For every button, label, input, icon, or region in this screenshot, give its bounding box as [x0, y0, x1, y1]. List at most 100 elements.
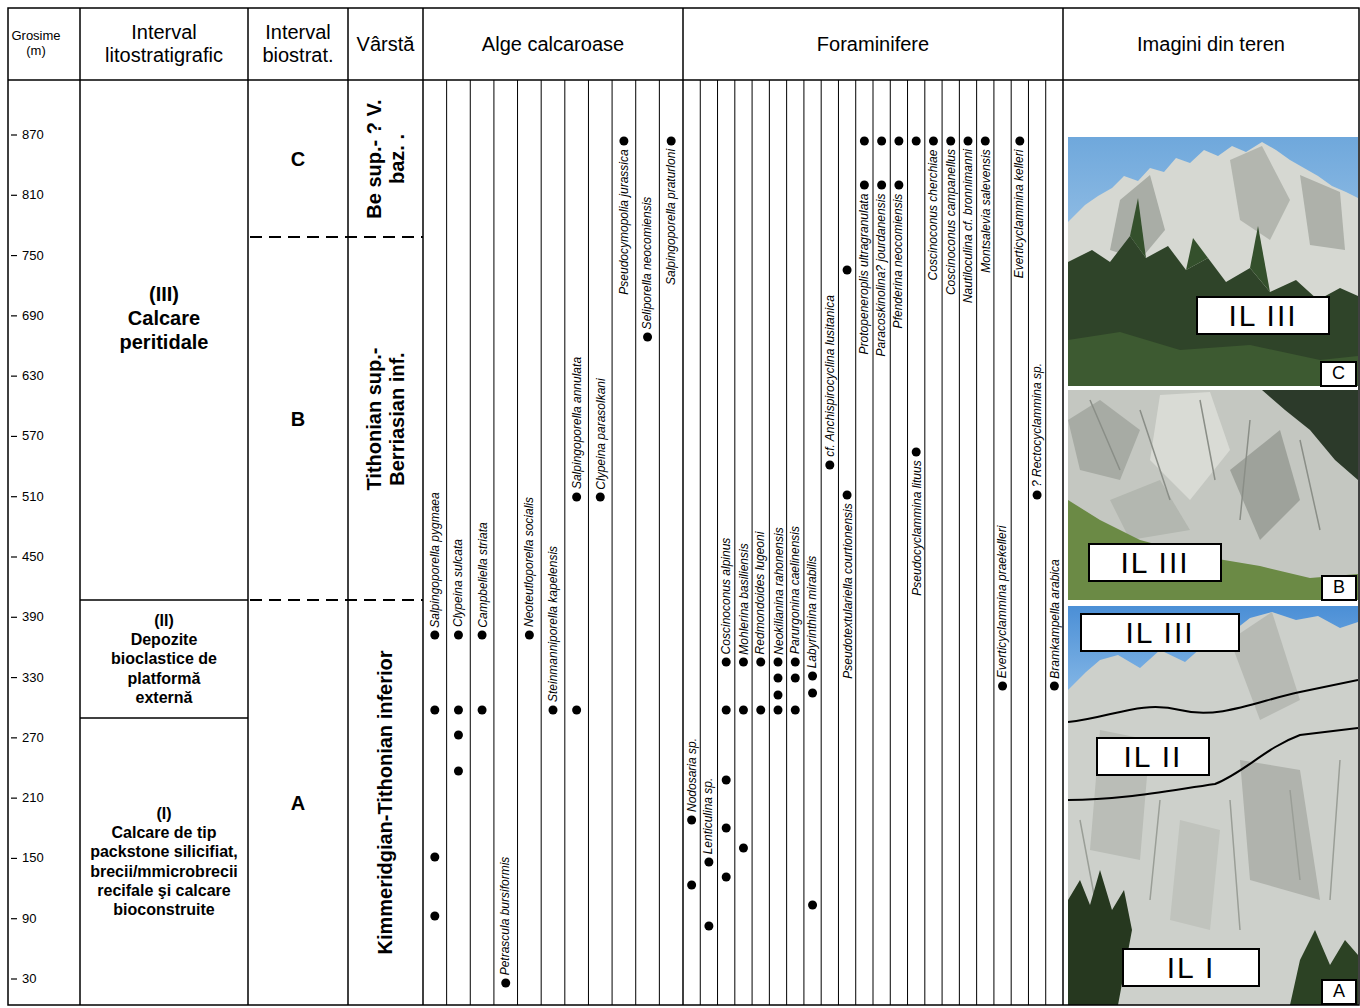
taxon-column-rule: [873, 80, 874, 1005]
foraminifera-taxon-name: Mohlerina basiliensis: [737, 543, 751, 654]
biostratigraphic-interval: B: [248, 237, 348, 600]
occurrence-dot: [964, 137, 973, 146]
foraminifera-taxon-name: Nautiloculina cf. bronnimanni: [961, 149, 975, 303]
occurrence-dot: [643, 333, 652, 342]
table-border: [8, 8, 1359, 1005]
taxon-column-rule: [588, 80, 589, 1005]
foraminifera-taxon-name: Coscinoconus campanellus: [944, 149, 958, 295]
column-header: Alge calcaroase: [428, 33, 678, 56]
occurrence-dot: [774, 691, 783, 700]
photo-meadow: [1068, 500, 1358, 600]
photo-trees: [1290, 930, 1358, 1005]
algae-taxon-name: Neoteutloporella socialis: [522, 497, 536, 627]
axis-tick: [11, 677, 17, 678]
photo-forest: [1130, 198, 1146, 258]
photo-meadow: [1068, 332, 1358, 386]
photo-letter-tag: C: [1320, 361, 1357, 387]
occurrence-dot: [687, 881, 696, 890]
taxon-column-rule: [517, 80, 518, 1005]
occurrence-dot: [454, 631, 463, 640]
occurrence-dot: [756, 706, 765, 715]
occurrence-dot: [843, 491, 852, 500]
foraminifera-taxon-name: Nodosaria sp.: [685, 738, 699, 812]
occurrence-dot: [430, 912, 439, 921]
depth-tick-label: 870: [22, 127, 44, 143]
taxon-column-rule: [612, 80, 613, 1005]
lithostratigraphic-unit: (II)Depozite bioclastice de platformă ex…: [80, 600, 248, 718]
occurrence-dot: [877, 137, 886, 146]
occurrence-dot: [843, 266, 852, 275]
node-text: (I): [156, 804, 171, 823]
node-text: B: [1333, 578, 1345, 598]
algae-taxon-name: Salpingoporella annulata: [570, 357, 584, 489]
column-rule: [347, 8, 349, 1005]
axis-tick: [11, 195, 17, 196]
occurrence-dot: [549, 706, 558, 715]
occurrence-dot: [430, 853, 439, 862]
photo-forest: [1068, 236, 1358, 386]
occurrence-dot: [894, 137, 903, 146]
photo-rock-shade: [1240, 760, 1320, 900]
depth-tick-label: 390: [22, 609, 44, 625]
taxon-column-rule: [838, 80, 839, 1005]
unit-boundary: [80, 599, 248, 601]
occurrence-dot: [912, 137, 921, 146]
foraminifera-taxon-name: Pfenderina neocomiensis: [892, 193, 906, 328]
foraminifera-taxon-name: Bramkampella arabica: [1048, 559, 1062, 678]
axis-tick: [11, 556, 17, 557]
taxon-column-rule: [890, 80, 891, 1005]
node-text: Calcare peritidale: [84, 306, 244, 354]
occurrence-dot: [722, 776, 731, 785]
foraminifera-taxon-name: Everticyclammina kelleri: [1013, 149, 1027, 278]
taxon-column-rule: [659, 80, 660, 1005]
algae-taxon-name: Campbeliella striata: [475, 522, 489, 627]
depth-tick-label: 750: [22, 248, 44, 264]
photo-forest: [1250, 226, 1270, 292]
node-text: IL III: [1208, 299, 1318, 332]
axis-tick: [11, 315, 17, 316]
photo-unit-tag: IL II: [1096, 737, 1210, 776]
taxon-column-rule: [821, 80, 822, 1005]
taxon-column-rule: [635, 80, 636, 1005]
unit-boundary-line: [1068, 680, 1358, 722]
occurrence-dot: [808, 689, 817, 698]
taxon-column-rule: [1011, 80, 1012, 1005]
occurrence-dot: [774, 706, 783, 715]
photo-rock-shade: [1300, 175, 1345, 250]
taxon-column-rule: [1045, 80, 1046, 1005]
occurrence-dot: [808, 672, 817, 681]
axis-tick: [11, 617, 17, 618]
node-text: (II): [154, 611, 174, 630]
node-text: IL III: [1092, 616, 1228, 649]
depth-tick-label: 690: [22, 308, 44, 324]
unit-boundary-line: [1068, 728, 1358, 800]
axis-tick: [11, 376, 17, 377]
column-rule: [682, 8, 684, 1005]
node-text: Be sup.- ? V. baz. .: [363, 89, 409, 229]
algae-taxon-name: Salpingoporella pygmaea: [428, 492, 442, 627]
column-header: Interval biostrat.: [250, 21, 346, 67]
axis-tick: [11, 436, 17, 437]
lithostratigraphic-unit: (III)Calcare peritidale: [80, 80, 248, 600]
age-interval: Kimmeridgian-Tithonian inferior: [348, 600, 423, 1005]
occurrence-dot: [860, 181, 869, 190]
column-rule: [1062, 8, 1064, 1005]
photo-unit-tag: IL I: [1122, 948, 1260, 987]
age-interval: Tithonian sup.- Berriasian inf.: [348, 237, 423, 600]
occurrence-dot: [501, 979, 510, 988]
occurrence-dot: [912, 448, 921, 457]
occurrence-dot: [998, 682, 1007, 691]
depth-tick-label: 150: [22, 850, 44, 866]
photo-c: [1068, 137, 1358, 386]
photo-a: [1068, 606, 1358, 1005]
photo-letter-tag: A: [1321, 979, 1357, 1005]
taxon-column-rule: [976, 80, 977, 1005]
occurrence-dot: [894, 181, 903, 190]
taxon-column-rule: [924, 80, 925, 1005]
occurrence-dot: [619, 137, 628, 146]
node-text: (III): [149, 282, 179, 306]
node-text: C: [291, 147, 305, 171]
node-text: Tithonian sup.- Berriasian inf.: [363, 331, 409, 506]
photo-rock-streaks: [1090, 400, 1320, 530]
